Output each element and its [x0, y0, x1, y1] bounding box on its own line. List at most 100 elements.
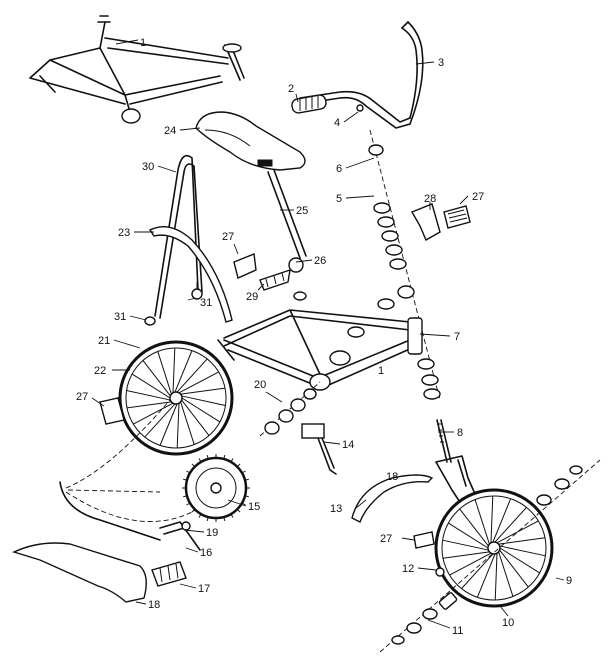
part-label-20: 20	[254, 379, 266, 391]
part-label-7: 7	[454, 331, 460, 343]
part-label-1: 1	[140, 37, 146, 49]
spoke	[498, 537, 546, 545]
spoke	[180, 387, 226, 395]
spoke	[181, 397, 221, 423]
spoke	[498, 551, 514, 597]
spoke	[442, 551, 490, 559]
spoke	[144, 403, 176, 438]
part-label-11: 11	[452, 625, 463, 637]
part-label-18: 18	[148, 599, 160, 611]
chainring-tooth	[198, 513, 202, 518]
spoke	[499, 549, 529, 588]
spoke	[496, 520, 539, 544]
part-label-15: 15	[248, 501, 260, 513]
part-label-21: 21	[98, 335, 110, 347]
part-label-2: 2	[288, 83, 294, 95]
spoke	[131, 373, 171, 399]
chainring-tooth	[223, 516, 226, 521]
chainring-tooth	[236, 508, 241, 513]
chainring-tooth	[186, 502, 191, 506]
part-label-6: 6	[336, 163, 342, 175]
part-label-17: 17	[198, 583, 210, 595]
spoke	[442, 539, 489, 551]
part-label-18-fender: 18	[386, 471, 398, 483]
part-label-24: 24	[164, 125, 176, 137]
part-label-27: 27	[222, 231, 234, 243]
spoke	[172, 347, 176, 393]
spoke	[126, 401, 172, 409]
rear-wheel	[118, 340, 234, 456]
spoke	[126, 389, 171, 401]
frame-thumbnail	[29, 15, 245, 124]
spoke	[176, 403, 180, 449]
chain	[59, 399, 197, 541]
reflector-27-left	[99, 397, 125, 425]
chainring-tooth	[244, 495, 249, 498]
spoke	[449, 552, 492, 576]
chainring-tooth	[191, 508, 196, 513]
seat-post	[267, 169, 307, 273]
spoke	[133, 402, 174, 425]
part-label-9: 9	[566, 575, 572, 587]
spoke	[181, 395, 226, 407]
chainring-tooth	[230, 513, 234, 518]
chainring-tooth	[244, 478, 249, 481]
leader-lines	[91, 39, 565, 629]
spoke	[142, 360, 171, 397]
rear-fender	[148, 226, 233, 323]
chainring	[182, 454, 250, 522]
part-label-3: 3	[438, 57, 444, 69]
spoke	[459, 508, 489, 547]
part-label-27: 27	[76, 391, 88, 403]
spoke	[499, 547, 540, 574]
sissy-bar	[144, 154, 203, 326]
spoke	[178, 371, 219, 394]
chainring-tooth	[206, 455, 209, 460]
part-label-4: 4	[334, 117, 340, 129]
spoke	[461, 553, 494, 589]
part-label-29: 29	[246, 291, 258, 303]
hub-parts-20	[259, 381, 321, 437]
spoke	[448, 522, 489, 549]
part-label-1: 1	[378, 365, 384, 377]
chainring-tooth	[241, 502, 246, 506]
spoke	[159, 403, 178, 446]
pedal	[151, 561, 187, 587]
spoke	[176, 358, 208, 393]
headset-parts	[329, 104, 441, 401]
chainring-tooth	[241, 470, 246, 474]
spoke	[492, 498, 512, 543]
part-label-25: 25	[296, 205, 308, 217]
part-label-26: 26	[314, 255, 326, 267]
spoke	[157, 351, 172, 395]
front-wheel	[434, 488, 554, 608]
spoke	[181, 399, 210, 436]
chainring-tooth	[230, 458, 234, 463]
reflector-27-front	[413, 531, 435, 549]
front-hub-parts	[379, 459, 601, 653]
spoke	[499, 545, 546, 557]
part-label-30: 30	[142, 161, 154, 173]
part-label-23: 23	[118, 227, 130, 239]
spoke	[494, 553, 498, 601]
reflector-27-right	[443, 205, 471, 229]
fork-stem	[436, 419, 452, 463]
reflector-bracket-28	[410, 203, 441, 241]
part-label-27: 27	[380, 533, 392, 545]
chainring-tooth	[236, 463, 241, 468]
part-label-14: 14	[342, 439, 354, 451]
chainring-tooth	[223, 455, 226, 460]
chainring-tooth	[198, 458, 202, 463]
handlebar	[299, 21, 424, 129]
bolt-31	[191, 282, 203, 300]
part-label-5: 5	[336, 193, 342, 205]
spoke	[180, 401, 195, 445]
crank-arm	[159, 521, 201, 551]
chainring-tooth	[183, 478, 188, 481]
part-label-31: 31	[200, 297, 212, 309]
chainring-tooth	[183, 495, 188, 498]
nut-12	[435, 567, 445, 577]
chainring-tooth	[186, 470, 191, 474]
hand-grip	[291, 94, 327, 114]
